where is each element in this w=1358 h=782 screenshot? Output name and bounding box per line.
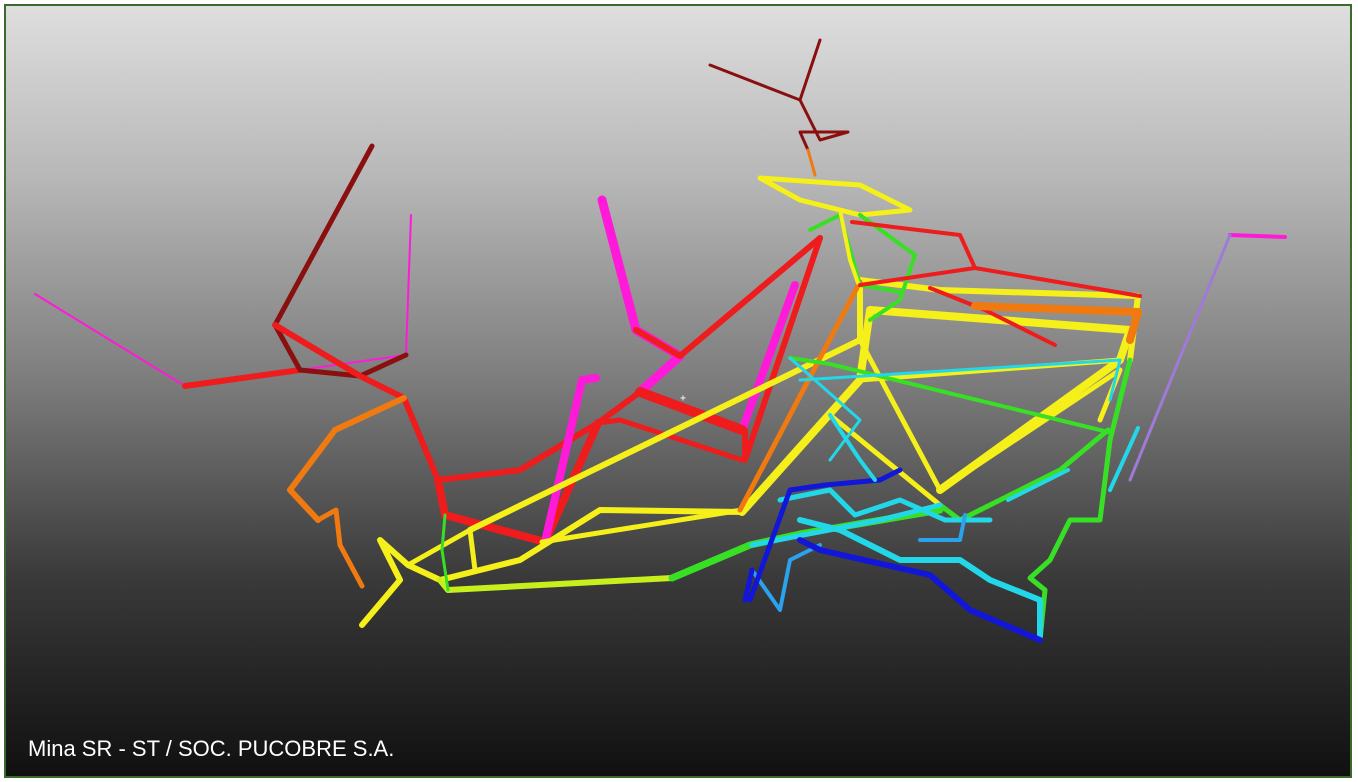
wireframe-segment: [440, 513, 450, 592]
wireframe-segment: [437, 575, 675, 593]
wireframe-segment: [798, 358, 1122, 402]
wireframe-segment: [287, 395, 407, 523]
wireframe-segment: [937, 367, 1123, 493]
wireframe-segment: [788, 356, 1110, 434]
wireframe-segment: [806, 148, 817, 177]
top-loop: [757, 175, 913, 218]
wireframe-segment: [857, 337, 943, 493]
wireframe-segment: [798, 98, 850, 152]
wireframe-segment: [742, 235, 823, 463]
wireframe-segment: [858, 213, 917, 322]
left-upper-spur: [34, 214, 412, 387]
wireframe-segment: [359, 507, 745, 628]
wireframe-segment: [918, 513, 967, 542]
wireframe-segment: [750, 543, 822, 612]
wireframe-segment: [747, 467, 903, 603]
wireframe-segment: [1027, 357, 1133, 643]
far-right-ramp: [1128, 233, 1232, 482]
wireframe-segment: [635, 387, 747, 435]
crosshair-cursor-icon: +: [680, 393, 687, 404]
wireframe-segment: [315, 507, 365, 589]
wireframe-segment: [539, 507, 745, 545]
center-right-shaft: [738, 281, 799, 434]
upper-right-orange-drift: [971, 302, 1142, 344]
wireframe-segment: [1006, 468, 1070, 502]
mine-3d-wireframe-view[interactable]: [6, 6, 1350, 776]
wireframe-segment: [742, 567, 755, 603]
wireframe-segment: [1108, 426, 1140, 492]
wireframe-segment: [797, 517, 1043, 638]
wireframe-segment: [467, 277, 1141, 533]
wireframe-segment: [737, 279, 863, 513]
wireframe-segment: [788, 356, 862, 462]
wireframe-segment: [633, 235, 823, 359]
caption-label: Mina SR - ST / SOC. PUCOBRE S.A.: [28, 736, 395, 761]
wireframe-segment: [797, 537, 1043, 643]
top-dark-spur: [708, 38, 822, 102]
wireframe-segment: [828, 413, 877, 482]
left-top-spur: [272, 143, 409, 379]
center-tall-shaft: [597, 195, 685, 397]
wireframe-segment: [838, 208, 860, 285]
far-right-top-arm: [1228, 233, 1287, 239]
wireframe-segment: [182, 367, 303, 389]
wireframe-segment: [777, 487, 993, 523]
wireframe-segment: [858, 266, 977, 287]
viewport-frame: + Mina SR - ST / SOC. PUCOBRE S.A.: [4, 4, 1352, 778]
wireframe-segment: [937, 427, 1111, 523]
wireframe-segment: [850, 220, 1142, 298]
wireframe-segment: [595, 417, 745, 463]
wireframe-segment: [272, 322, 748, 483]
